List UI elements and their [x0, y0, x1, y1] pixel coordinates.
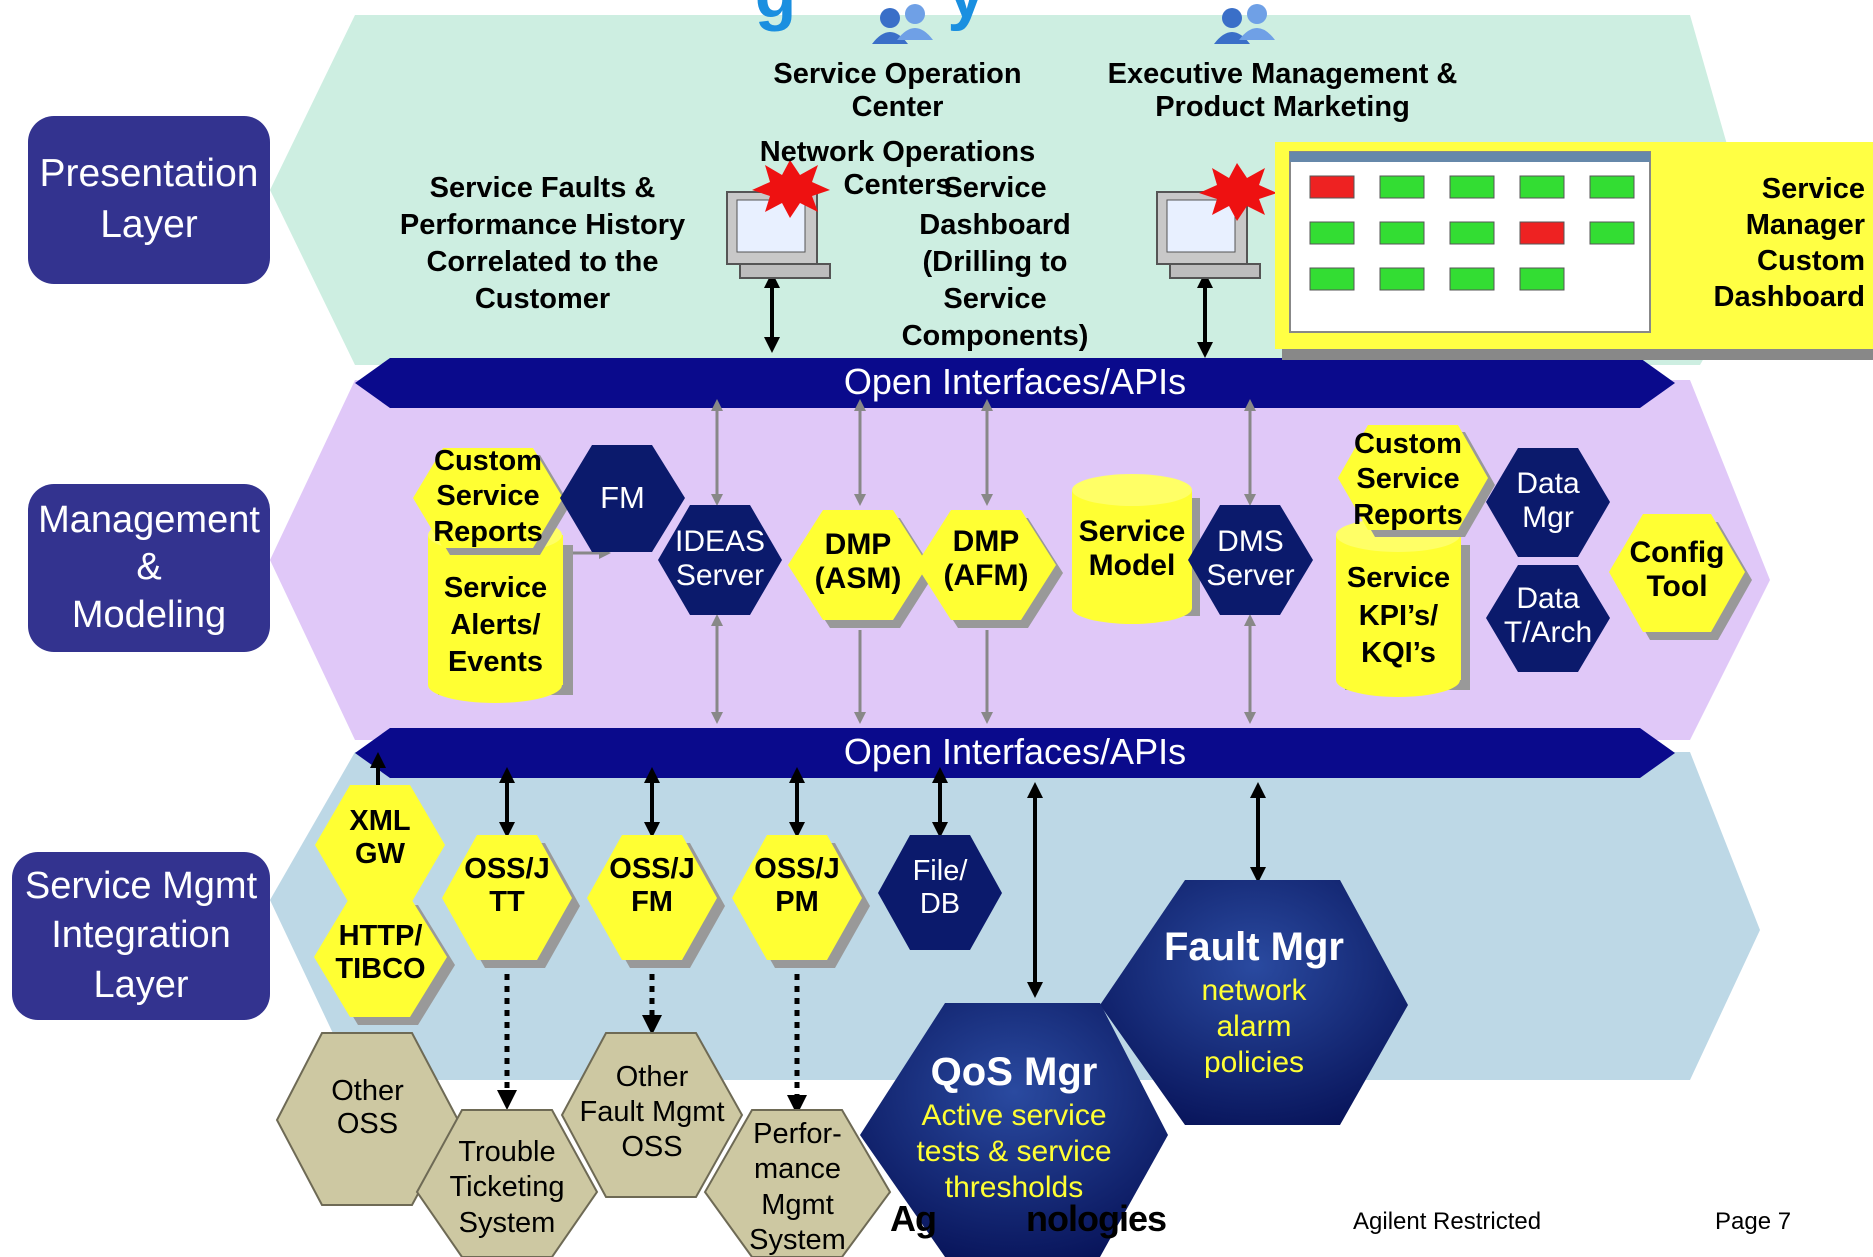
page-number: Page 7 — [1715, 1208, 1792, 1235]
restricted-label: Agilent Restricted — [1353, 1208, 1542, 1235]
dmp-asm-hexagon — [788, 510, 928, 620]
company-logo: Ag nologies — [890, 1198, 1167, 1239]
service-model-label: Service Model — [1078, 515, 1186, 582]
alert-burst-icon-exec — [1199, 163, 1277, 221]
alert-burst-icon-soc — [752, 160, 830, 218]
slide-title-fragment: g y — [560, 0, 1180, 33]
file-db-label: File/ DB — [912, 855, 968, 920]
qos-mgr-subtitle: Active service tests & service threshold… — [916, 1099, 1112, 1204]
ideas-server-label: IDEAS Server — [674, 525, 766, 592]
http-hexagon — [314, 897, 447, 1017]
fm-label: FM — [600, 480, 645, 515]
presentation-layer-label: Presentation Layer — [28, 116, 270, 284]
fault-mgr-title: Fault Mgr — [1164, 925, 1344, 969]
exec-label: Executive Management & Product Marketing — [1107, 58, 1458, 123]
custom-reports-right-label: Custom Service Reports — [1353, 428, 1463, 531]
oss-tt-label: OSS/J TT — [464, 853, 550, 918]
perf-mgmt-label: Perfor- mance Mgmt System — [749, 1118, 846, 1257]
fault-mgr-hexagon — [1100, 880, 1408, 1125]
oss-fm-hexagon — [587, 835, 717, 960]
qos-mgr-title: QoS Mgr — [930, 1050, 1098, 1094]
dms-hexagon — [1188, 505, 1313, 615]
people-icon-exec — [1214, 4, 1275, 44]
kpi-cylinder — [1336, 518, 1470, 697]
http-tibco-label: HTTP/ TIBCO — [335, 920, 426, 985]
api-bottom-label: Open Interfaces/APIs — [843, 731, 1187, 772]
service-dashboard-label: Service Dashboard (Drilling to Service C… — [901, 172, 1089, 353]
reports-left-cylinder — [413, 448, 570, 555]
soc-label: Service Operation Center — [773, 58, 1022, 123]
alerts-label: Service Alerts/ Events — [443, 572, 548, 679]
oss-tt-hexagon — [442, 835, 572, 960]
config-tool-hexagon — [1609, 514, 1745, 632]
service-model-cylinder — [1072, 474, 1200, 624]
qos-mgr-hexagon — [860, 1003, 1168, 1257]
data-mgr-hexagon — [1486, 448, 1610, 557]
data-arch-hexagon — [1486, 565, 1610, 672]
oss-fm-label: OSS/J FM — [609, 853, 695, 918]
noc-label: Network Operations Centers — [759, 136, 1036, 201]
custom-dashboard-label: Service Manager Custom Dashboard — [1713, 173, 1865, 313]
xml-gw-hexagon — [315, 785, 445, 905]
oss-pm-label: OSS/J PM — [754, 853, 840, 918]
config-tool-label: Config Tool — [1629, 536, 1725, 603]
other-fault-label: Other Fault Mgmt OSS — [579, 1061, 725, 1163]
perf-mgmt-hexagon — [703, 1109, 892, 1257]
ideas-hexagon — [658, 505, 782, 615]
oss-pm-hexagon — [732, 835, 862, 960]
dms-server-label: DMS Server — [1206, 525, 1295, 592]
api-bar-bottom — [355, 728, 1675, 778]
fm-hexagon — [560, 445, 685, 552]
trouble-ticketing-hexagon — [415, 1109, 599, 1257]
other-fault-hexagon — [560, 1032, 744, 1198]
xml-gw-label: XML GW — [349, 805, 411, 870]
dmp-afm-label: DMP (AFM) — [943, 525, 1029, 592]
kpi-label: Service KPI’s/ KQI’s — [1346, 562, 1451, 670]
api-bar-top — [355, 358, 1675, 408]
trouble-ticketing-label: Trouble Ticketing System — [449, 1136, 565, 1239]
people-icon-soc — [872, 4, 933, 44]
data-mgr-label: Data Mgr — [1516, 467, 1580, 534]
data-arch-label: Data T/Arch — [1503, 582, 1593, 649]
other-oss-hexagon — [275, 1032, 460, 1206]
dmp-afm-hexagon — [916, 510, 1056, 620]
integration-layer-label: Service Mgmt Integration Layer — [12, 852, 270, 1020]
dmp-asm-label: DMP (ASM) — [814, 528, 902, 595]
custom-reports-left-label: Custom Service Reports — [433, 445, 543, 548]
api-top-label: Open Interfaces/APIs — [843, 361, 1187, 402]
file-db-hexagon — [878, 835, 1002, 950]
other-oss-label: Other OSS — [331, 1075, 404, 1140]
faults-history-label: Service Faults & Performance History Cor… — [399, 172, 686, 316]
reports-right-shape — [1338, 425, 1495, 537]
fault-mgr-subtitle: network alarm policies — [1201, 974, 1307, 1079]
management-layer-label: Management & Modeling — [28, 484, 270, 652]
